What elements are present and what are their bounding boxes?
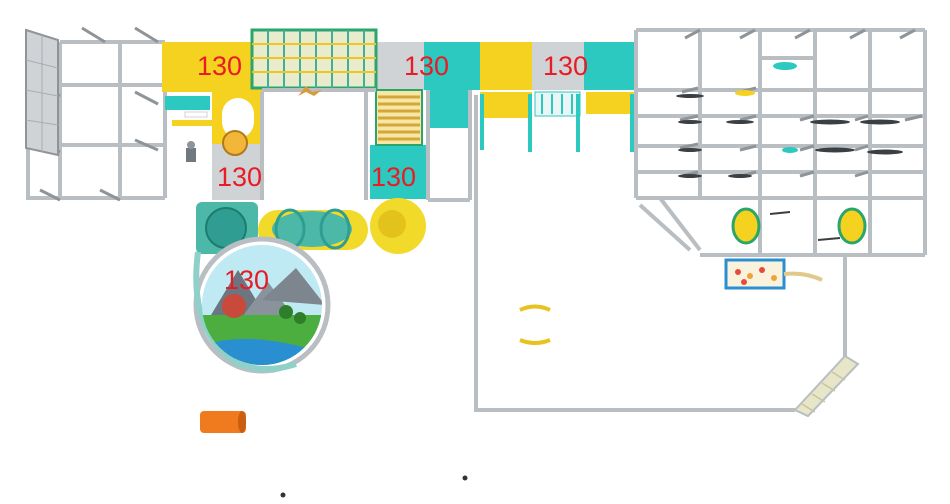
spinner-bars [769,211,841,241]
height-label-deck-2: 130 [404,51,450,81]
deck-white-inset [222,98,254,138]
height-label-deck-1: 130 [197,51,243,81]
star-mark [298,86,322,96]
deck-strip-yellow-2 [586,92,634,114]
net-mesh [25,35,59,152]
dot-marker [280,492,286,498]
spinner-cylinder-right [837,207,867,245]
tube-dome-core [378,210,406,238]
step-white [184,111,208,118]
height-label-deck-3: 130 [543,51,589,81]
obstacle-pads [676,94,903,178]
deck-gray-2 [532,42,584,90]
dot-marker-2 [462,475,468,481]
height-label-deck-4: 130 [217,162,263,192]
tube-row [196,198,426,254]
ramp-icon [793,354,860,418]
teal-disc [773,62,797,70]
deck-yellow-3 [480,42,532,90]
deck-gray-1 [376,42,424,90]
stepping-stone-icon [519,304,551,312]
right-frame [474,28,927,412]
orange-tube-icon [200,411,246,433]
deck-yellow-1 [162,42,212,92]
yellow-step [172,120,214,126]
stepping-stone-icon-2 [519,338,551,345]
deck-teal-2 [584,42,636,90]
orange-tube-end [238,411,246,433]
spinner-cylinder-left [731,207,761,245]
tube-ring-2 [319,208,351,250]
roller-slide-icon [375,89,423,146]
tube-inner [272,211,352,247]
yellow-disc [735,90,755,96]
punching-bag-icon [222,130,248,156]
teal-posts [480,94,634,152]
shade-stripes [541,94,573,114]
deck-strip-yellow [480,92,532,118]
teal-disc-2 [782,147,798,153]
height-label-deck-6: 130 [224,265,270,295]
figure-icon [186,141,196,162]
mural-scene [202,245,322,365]
ball-pool-icon [724,258,823,290]
spiral-slide-icon [193,236,331,374]
teal-band [165,96,210,110]
deck-teal-center [370,145,428,199]
top-deck-row [162,42,636,92]
center-frame [260,88,472,202]
rope-bridge-icon [250,28,378,90]
height-label-deck-5: 130 [371,162,417,192]
deck-teal-1 [424,42,480,90]
deck-strip-teal [430,90,468,128]
